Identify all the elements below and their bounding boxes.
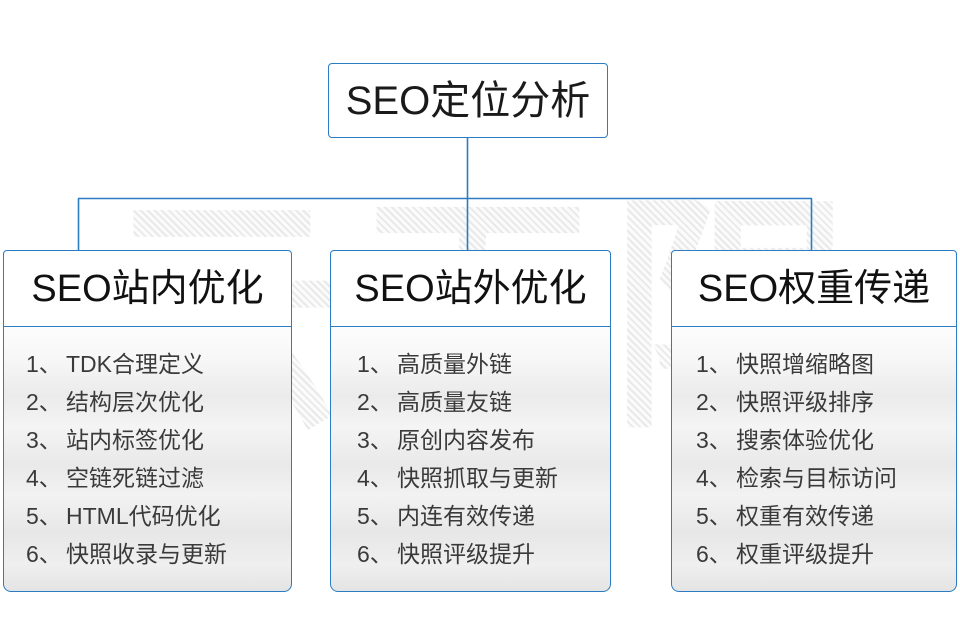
list-item-number: 6、 xyxy=(696,541,732,567)
list-item: 4、 空链死链过滤 xyxy=(26,459,291,497)
branch-list-1: 1、 TDK合理定义 2、 结构层次优化 3、 站内标签优化 4、 空链死链过滤… xyxy=(26,345,291,573)
branch-header-2[interactable]: SEO站外优化 xyxy=(330,250,611,327)
list-item-label: 快照评级排序 xyxy=(736,389,874,415)
branch-header-3[interactable]: SEO权重传递 xyxy=(671,250,957,327)
root-node-label: SEO定位分析 xyxy=(345,78,591,123)
list-item-number: 2、 xyxy=(696,389,732,415)
list-item-label: 原创内容发布 xyxy=(397,427,535,453)
list-item-label: 权重评级提升 xyxy=(736,541,874,567)
branch-list-3: 1、 快照增缩略图 2、 快照评级排序 3、 搜索体验优化 4、 检索与目标访问… xyxy=(696,345,956,573)
branch-column-2: SEO站外优化 1、 高质量外链 2、 高质量友链 3、 原创内容发布 4、 快 xyxy=(330,250,611,592)
list-item-label: 高质量友链 xyxy=(397,389,512,415)
list-item: 6、 快照收录与更新 xyxy=(26,535,291,573)
list-item-label: 权重有效传递 xyxy=(736,503,874,529)
list-item-label: 空链死链过滤 xyxy=(66,465,204,491)
list-item: 5、 内连有效传递 xyxy=(357,497,610,535)
list-item-number: 5、 xyxy=(696,503,732,529)
list-item: 5、 HTML代码优化 xyxy=(26,497,291,535)
branch-column-3: SEO权重传递 1、 快照增缩略图 2、 快照评级排序 3、 搜索体验优化 4、 xyxy=(671,250,957,592)
list-item: 2、 结构层次优化 xyxy=(26,383,291,421)
list-item-label: 检索与目标访问 xyxy=(736,465,897,491)
list-item: 6、 权重评级提升 xyxy=(696,535,956,573)
list-item: 3、 站内标签优化 xyxy=(26,421,291,459)
list-item-number: 5、 xyxy=(26,503,62,529)
list-item-number: 3、 xyxy=(696,427,732,453)
list-item-number: 1、 xyxy=(26,351,62,377)
list-item-number: 4、 xyxy=(696,465,732,491)
list-item-label: 高质量外链 xyxy=(397,351,512,377)
list-item: 3、 原创内容发布 xyxy=(357,421,610,459)
list-item-label: 内连有效传递 xyxy=(397,503,535,529)
branch-body-3: 1、 快照增缩略图 2、 快照评级排序 3、 搜索体验优化 4、 检索与目标访问… xyxy=(671,327,957,592)
list-item-label: TDK合理定义 xyxy=(66,351,204,377)
list-item-label: 结构层次优化 xyxy=(66,389,204,415)
list-item-number: 6、 xyxy=(26,541,62,567)
list-item: 2、 高质量友链 xyxy=(357,383,610,421)
list-item: 1、 快照增缩略图 xyxy=(696,345,956,383)
list-item: 1、 TDK合理定义 xyxy=(26,345,291,383)
list-item-label: 快照评级提升 xyxy=(397,541,535,567)
branch-header-label-2: SEO站外优化 xyxy=(354,267,587,310)
list-item-number: 6、 xyxy=(357,541,393,567)
list-item-number: 1、 xyxy=(696,351,732,377)
list-item: 6、 快照评级提升 xyxy=(357,535,610,573)
list-item: 4、 快照抓取与更新 xyxy=(357,459,610,497)
list-item: 3、 搜索体验优化 xyxy=(696,421,956,459)
list-item-number: 1、 xyxy=(357,351,393,377)
list-item: 4、 检索与目标访问 xyxy=(696,459,956,497)
list-item-label: 快照抓取与更新 xyxy=(397,465,558,491)
list-item-number: 3、 xyxy=(26,427,62,453)
list-item-number: 4、 xyxy=(357,465,393,491)
list-item: 2、 快照评级排序 xyxy=(696,383,956,421)
list-item-number: 4、 xyxy=(26,465,62,491)
list-item: 5、 权重有效传递 xyxy=(696,497,956,535)
list-item-label: 快照收录与更新 xyxy=(66,541,227,567)
list-item: 1、 高质量外链 xyxy=(357,345,610,383)
branch-list-2: 1、 高质量外链 2、 高质量友链 3、 原创内容发布 4、 快照抓取与更新 5… xyxy=(357,345,610,573)
list-item-label: HTML代码优化 xyxy=(66,503,221,529)
list-item-number: 3、 xyxy=(357,427,393,453)
list-item-number: 2、 xyxy=(357,389,393,415)
list-item-label: 快照增缩略图 xyxy=(736,351,874,377)
branch-header-label-1: SEO站内优化 xyxy=(31,267,264,310)
branch-header-label-3: SEO权重传递 xyxy=(697,267,931,310)
list-item-label: 站内标签优化 xyxy=(66,427,204,453)
branch-header-1[interactable]: SEO站内优化 xyxy=(3,250,292,327)
branch-body-2: 1、 高质量外链 2、 高质量友链 3、 原创内容发布 4、 快照抓取与更新 5… xyxy=(330,327,611,592)
list-item-label: 搜索体验优化 xyxy=(736,427,874,453)
list-item-number: 2、 xyxy=(26,389,62,415)
branch-column-1: SEO站内优化 1、 TDK合理定义 2、 结构层次优化 3、 站内标签优化 4… xyxy=(3,250,292,592)
branch-body-1: 1、 TDK合理定义 2、 结构层次优化 3、 站内标签优化 4、 空链死链过滤… xyxy=(3,327,292,592)
root-node[interactable]: SEO定位分析 xyxy=(328,63,608,138)
list-item-number: 5、 xyxy=(357,503,393,529)
